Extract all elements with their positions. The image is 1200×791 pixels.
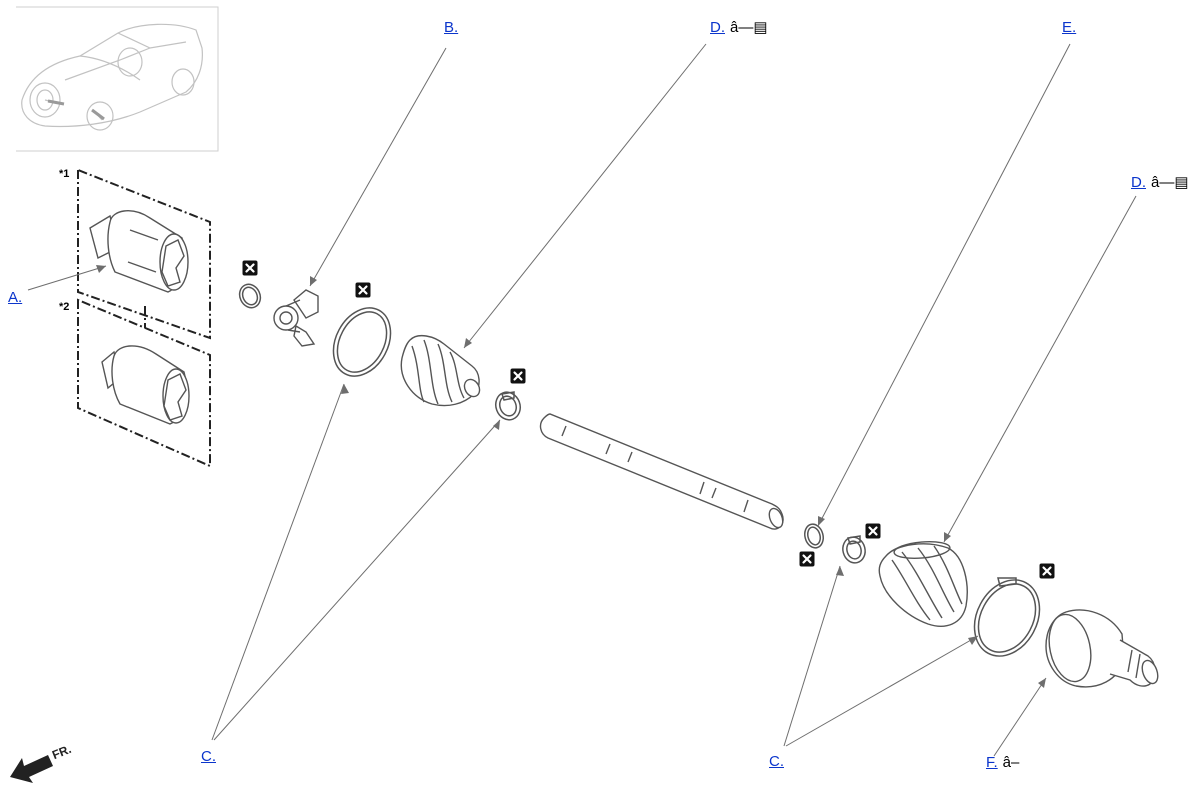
drive-shaft [539,413,784,530]
boot-clamp-large-outboard [973,577,1041,657]
callout-d-top-link[interactable]: D. [710,19,725,36]
callout-d-top: D. â—▤ [710,19,768,37]
leader-c-left-1 [211,383,345,741]
x-in-square-icon [798,550,816,568]
outboard-joint-boot [878,540,968,627]
outboard-joint-shaft [1045,609,1159,688]
callout-d-right: D. â—▤ [1131,174,1189,192]
callout-d-top-suffix: â—▤ [730,19,768,36]
arrow-icon [10,755,53,783]
boot-clamp-small-inboard [494,391,522,421]
leader-c-right-1 [783,565,841,747]
boot-clamp-large-inboard [332,307,392,377]
callout-f-link[interactable]: F. [986,754,998,771]
callout-f: F.â– [986,754,1019,772]
callout-d-right-link[interactable]: D. [1131,174,1146,191]
snap-ring-outboard [804,523,824,549]
callout-c-right: C. [769,753,784,771]
inboard-joint-boot [400,334,481,407]
callout-b: B. [444,19,458,37]
variant-frame-1 [77,168,211,340]
callout-b-link[interactable]: B. [444,19,459,36]
callout-c-right-link[interactable]: C. [769,753,784,770]
x-in-square-icon [354,281,372,299]
vehicle-locator-thumbnail [16,6,219,152]
x-in-square-icon [864,522,882,540]
callout-d-right-suffix: â—▤ [1151,174,1189,191]
leader-d-top [463,43,707,349]
callout-c-left: C. [201,748,216,766]
leader-f [993,677,1047,757]
leader-lines [27,43,1137,757]
inboard-joint-housing-variant-2 [101,345,190,425]
x-in-square-icon [1038,562,1056,580]
leader-c-left-2 [213,419,501,741]
variant-frame-2 [77,298,211,468]
callout-a-link[interactable]: A. [8,289,23,306]
snap-ring-inboard [238,283,262,309]
inboard-joint-housing-variant-1 [89,210,189,293]
leader-e [817,43,1071,527]
leader-c-right-2 [785,635,979,747]
variant-label-1: *1 [59,168,70,180]
x-in-square-icon [509,367,527,385]
callout-c-left-link[interactable]: C. [201,748,216,765]
callout-e: E. [1062,19,1076,37]
callout-f-suffix: â– [1002,754,1020,771]
x-in-square-icon [241,259,259,277]
leader-b [309,47,447,287]
variant-label-2: *2 [59,301,70,313]
boot-clamp-small-outboard [842,535,866,564]
leader-arrowheads [96,265,1046,688]
callout-a: A. [8,289,22,307]
car-icon [21,23,203,131]
callout-e-link[interactable]: E. [1062,19,1077,36]
tripod-joint [273,289,319,347]
leader-a [27,265,107,291]
leader-d-right [943,195,1137,543]
